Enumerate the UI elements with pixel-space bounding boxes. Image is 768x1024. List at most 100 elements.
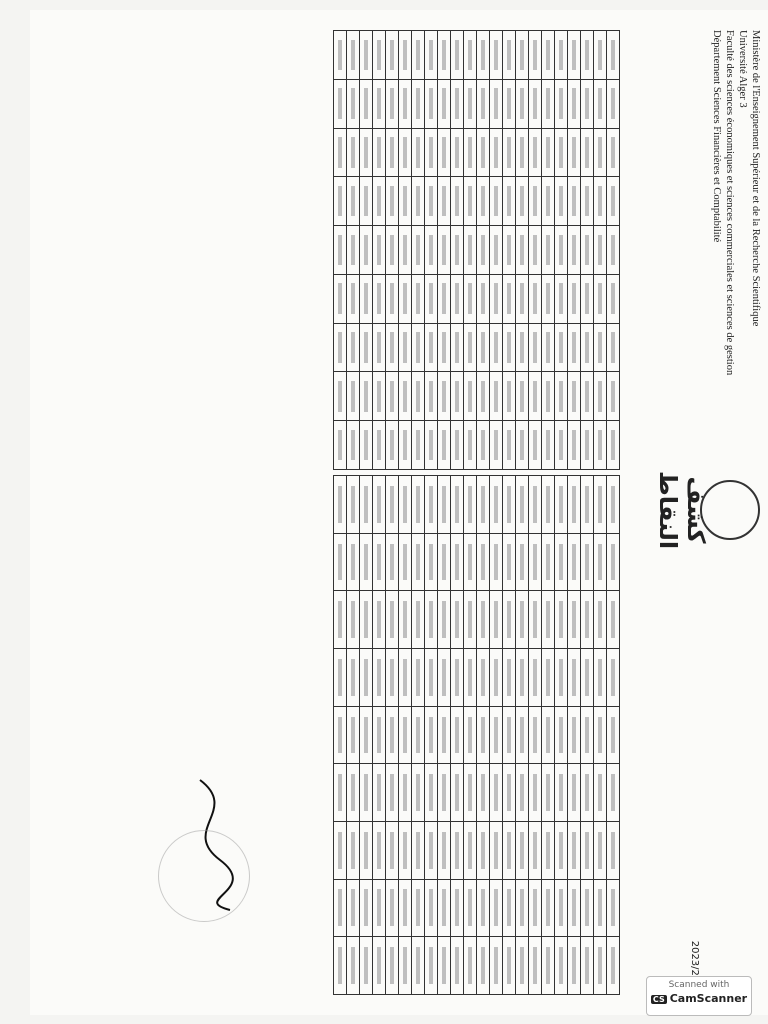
table-cell — [541, 879, 555, 937]
table-cell — [476, 475, 490, 534]
table-cell — [463, 176, 477, 226]
table-cell — [398, 879, 412, 937]
illegible-cell-placeholder — [468, 658, 473, 696]
illegible-cell-placeholder — [351, 601, 356, 639]
table-cell — [476, 648, 490, 707]
illegible-cell-placeholder — [572, 380, 577, 412]
illegible-cell-placeholder — [468, 543, 473, 581]
header: Ministère de l'Enseignement Supérieur et… — [620, 10, 768, 1015]
illegible-cell-placeholder — [598, 185, 603, 217]
illegible-cell-placeholder — [403, 429, 408, 461]
table-cell — [476, 420, 490, 470]
table-row — [385, 475, 399, 995]
illegible-cell-placeholder — [611, 332, 616, 363]
table-cell — [580, 274, 594, 324]
illegible-cell-placeholder — [390, 88, 395, 119]
table-cell — [463, 79, 477, 129]
table-cell — [593, 30, 607, 80]
table-row — [424, 475, 438, 995]
table-row — [489, 475, 503, 995]
illegible-cell-placeholder — [351, 185, 356, 217]
table-cell — [359, 475, 373, 534]
illegible-cell-placeholder — [416, 429, 421, 461]
illegible-cell-placeholder — [494, 332, 499, 363]
illegible-cell-placeholder — [507, 485, 512, 523]
illegible-cell-placeholder — [546, 283, 551, 315]
illegible-cell-placeholder — [520, 716, 525, 754]
illegible-cell-placeholder — [533, 716, 538, 754]
illegible-cell-placeholder — [533, 332, 538, 363]
table-cell — [333, 936, 347, 995]
illegible-cell-placeholder — [416, 380, 421, 412]
table-cell — [528, 30, 542, 80]
illegible-cell-placeholder — [364, 429, 369, 461]
illegible-cell-placeholder — [533, 947, 538, 985]
illegible-cell-placeholder — [494, 429, 499, 461]
table-cell — [567, 533, 581, 591]
table-cell — [541, 706, 555, 764]
illegible-cell-placeholder — [377, 947, 382, 985]
table-cell — [333, 879, 347, 937]
illegible-cell-placeholder — [494, 658, 499, 696]
illegible-cell-placeholder — [377, 485, 382, 523]
illegible-cell-placeholder — [364, 658, 369, 696]
illegible-cell-placeholder — [494, 283, 499, 315]
illegible-cell-placeholder — [442, 332, 447, 363]
illegible-cell-placeholder — [429, 39, 434, 71]
illegible-cell-placeholder — [481, 658, 486, 696]
table-cell — [580, 420, 594, 470]
illegible-cell-placeholder — [455, 601, 460, 639]
table-cell — [502, 821, 516, 880]
illegible-cell-placeholder — [364, 543, 369, 581]
illegible-cell-placeholder — [364, 947, 369, 985]
illegible-cell-placeholder — [572, 774, 577, 812]
table-cell — [398, 936, 412, 995]
illegible-cell-placeholder — [585, 137, 590, 168]
illegible-cell-placeholder — [442, 234, 447, 266]
illegible-cell-placeholder — [585, 332, 590, 363]
table-cell — [593, 879, 607, 937]
illegible-cell-placeholder — [468, 947, 473, 985]
table-cell — [606, 420, 620, 470]
table-cell — [554, 475, 568, 534]
table-cell — [515, 821, 529, 880]
table-cell — [489, 371, 503, 421]
table-cell — [528, 128, 542, 177]
illegible-cell-placeholder — [598, 283, 603, 315]
table-cell — [346, 648, 360, 707]
illegible-cell-placeholder — [403, 601, 408, 639]
illegible-cell-placeholder — [403, 380, 408, 412]
illegible-cell-placeholder — [377, 185, 382, 217]
table-cell — [450, 323, 464, 372]
table-cell — [359, 821, 373, 880]
illegible-cell-placeholder — [598, 137, 603, 168]
illegible-cell-placeholder — [585, 88, 590, 119]
table-row — [593, 30, 607, 470]
illegible-cell-placeholder — [572, 137, 577, 168]
illegible-cell-placeholder — [494, 543, 499, 581]
table-cell — [346, 879, 360, 937]
illegible-cell-placeholder — [520, 185, 525, 217]
table-cell — [463, 475, 477, 534]
table-cell — [502, 533, 516, 591]
illegible-cell-placeholder — [572, 283, 577, 315]
illegible-cell-placeholder — [442, 601, 447, 639]
illegible-cell-placeholder — [403, 234, 408, 266]
illegible-cell-placeholder — [442, 889, 447, 927]
table-cell — [528, 225, 542, 275]
table-cell — [580, 648, 594, 707]
illegible-cell-placeholder — [416, 485, 421, 523]
table-cell — [463, 821, 477, 880]
illegible-cell-placeholder — [403, 658, 408, 696]
illegible-cell-placeholder — [611, 429, 616, 461]
illegible-cell-placeholder — [585, 39, 590, 71]
illegible-cell-placeholder — [572, 543, 577, 581]
table-cell — [606, 274, 620, 324]
illegible-cell-placeholder — [429, 716, 434, 754]
illegible-cell-placeholder — [494, 39, 499, 71]
table-cell — [411, 821, 425, 880]
illegible-cell-placeholder — [598, 39, 603, 71]
illegible-cell-placeholder — [546, 658, 551, 696]
illegible-cell-placeholder — [416, 543, 421, 581]
